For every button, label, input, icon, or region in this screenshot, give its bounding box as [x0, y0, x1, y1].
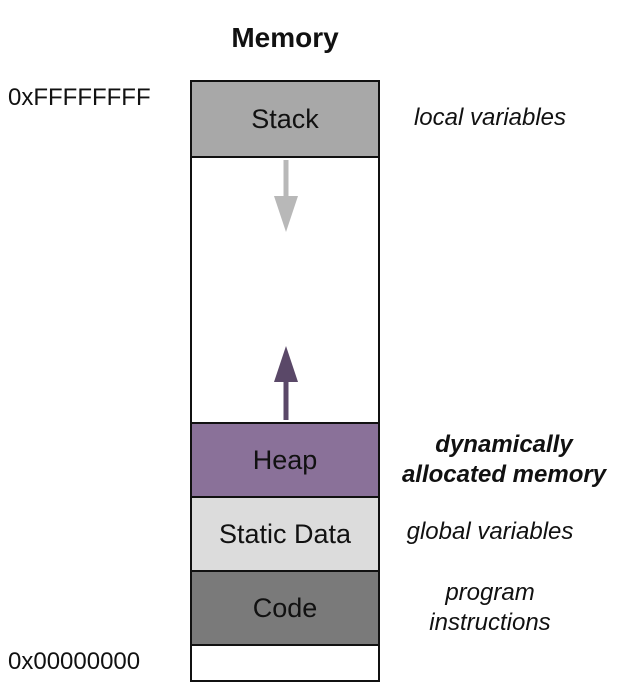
stack-label: Stack	[251, 103, 319, 134]
low-address-label: 0x00000000	[8, 648, 141, 675]
static-annotation: global variables	[406, 518, 574, 545]
heap-annotation-line2: allocated memory	[401, 461, 607, 488]
heap-label: Heap	[252, 444, 318, 475]
code-annotation-line2: instructions	[429, 609, 551, 636]
code-segment: Code	[192, 572, 378, 646]
code-annotation-line1: program	[445, 579, 535, 606]
diagram-title: Memory	[231, 22, 339, 53]
code-label: Code	[252, 592, 318, 623]
growth-arrows	[274, 160, 298, 420]
static-data-segment: Static Data	[192, 498, 378, 572]
heap-annotation: dynamically allocated memory	[388, 430, 620, 490]
stack-annotation: local variables	[413, 104, 567, 131]
stack-growth-arrow-head	[274, 196, 298, 232]
stack-segment: Stack	[192, 82, 378, 158]
heap-growth-arrow-head	[274, 346, 298, 382]
heap-annotation-line1: dynamically	[435, 431, 573, 458]
free-space	[192, 158, 378, 422]
static-data-label: Static Data	[218, 518, 352, 549]
memory-column: Stack Heap Static Data Code	[190, 80, 380, 682]
code-annotation: program instructions	[410, 578, 570, 638]
high-address-label: 0xFFFFFFFF	[8, 84, 151, 111]
reserved-low-segment	[192, 646, 378, 682]
heap-segment: Heap	[192, 422, 378, 498]
